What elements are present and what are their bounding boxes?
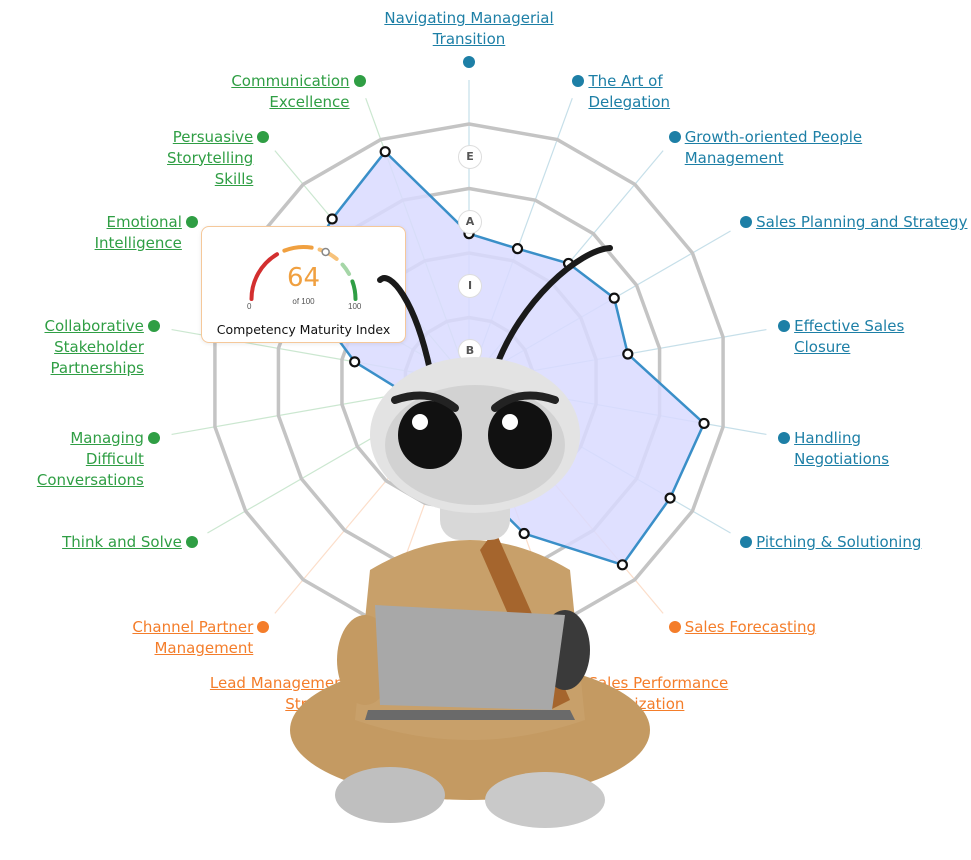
data-point [326,213,338,225]
data-point [616,559,629,571]
data-point [664,492,676,504]
axis-label[interactable]: Sales Forecasting [684,618,817,637]
gauge-min-label: 0 [247,302,252,311]
axis-label[interactable]: The Art of Delegation [588,72,671,112]
level-letter: I [458,274,482,299]
gauge-segment [350,279,358,301]
axis-marker-dot [668,621,681,634]
data-point [608,292,620,304]
axis-label[interactable]: Collaborative Stakeholder Partnerships [44,317,144,378]
axis-marker-dot [778,320,791,333]
data-point [518,527,530,540]
axis-marker-dot [463,56,475,68]
axis-label[interactable]: Channel Partner Management [132,618,254,658]
gauge-title: Competency Maturity Index [216,322,391,337]
axis-marker-dot [185,536,198,548]
data-point [698,417,710,430]
data-point [379,146,391,158]
axis-label[interactable]: Think and Solve [62,533,182,551]
axis-label[interactable]: Emotional Intelligence [94,213,182,252]
axis-marker-dot [740,216,753,228]
gauge-score: 64 [286,263,321,293]
gauge-segment [249,252,280,301]
level-letter: A [458,209,482,234]
axis-marker-dot [572,75,585,88]
level-letter: E [458,145,482,170]
gauge-sub-label: of 100 [292,297,315,306]
axis-marker-dot [147,431,160,444]
axis-label[interactable]: Handling Negotiations [794,428,890,468]
axis-marker-dot [185,216,198,228]
ant-mascot-icon [290,245,650,828]
axis-marker-dot [668,130,681,143]
axis-label[interactable]: Effective Sales Closure [794,317,905,357]
axis-label[interactable]: Navigating Managerial Transition [384,9,554,48]
competency-maturity-card: 64 of 100 0 100 Competency Maturity Inde… [201,226,406,343]
axis-label[interactable]: Pitching & Solutioning [756,533,922,551]
axis-label[interactable]: Persuasive Storytelling Skills [167,127,254,188]
axis-marker-dot [257,621,270,634]
axis-label[interactable]: Communication Excellence [231,72,350,112]
axis-label[interactable]: Growth-oriented People Management [684,127,863,167]
axis-marker-dot [740,536,753,548]
axis-marker-dot [778,431,791,444]
data-point [349,356,361,368]
gauge-max-label: 100 [348,302,362,311]
axis-marker-dot [147,320,160,333]
data-point [622,348,634,360]
axis-label[interactable]: Managing Difficult Conversations [36,428,144,489]
gauge-segment [340,262,352,276]
gauge-segment [282,245,314,253]
data-point [511,243,524,255]
gauge-marker [321,247,330,257]
gauge-icon [249,245,358,301]
axis-marker-dot [257,130,270,143]
axis-label[interactable]: Sales Planning and Strategy [756,213,968,231]
axis-marker-dot [353,75,366,88]
